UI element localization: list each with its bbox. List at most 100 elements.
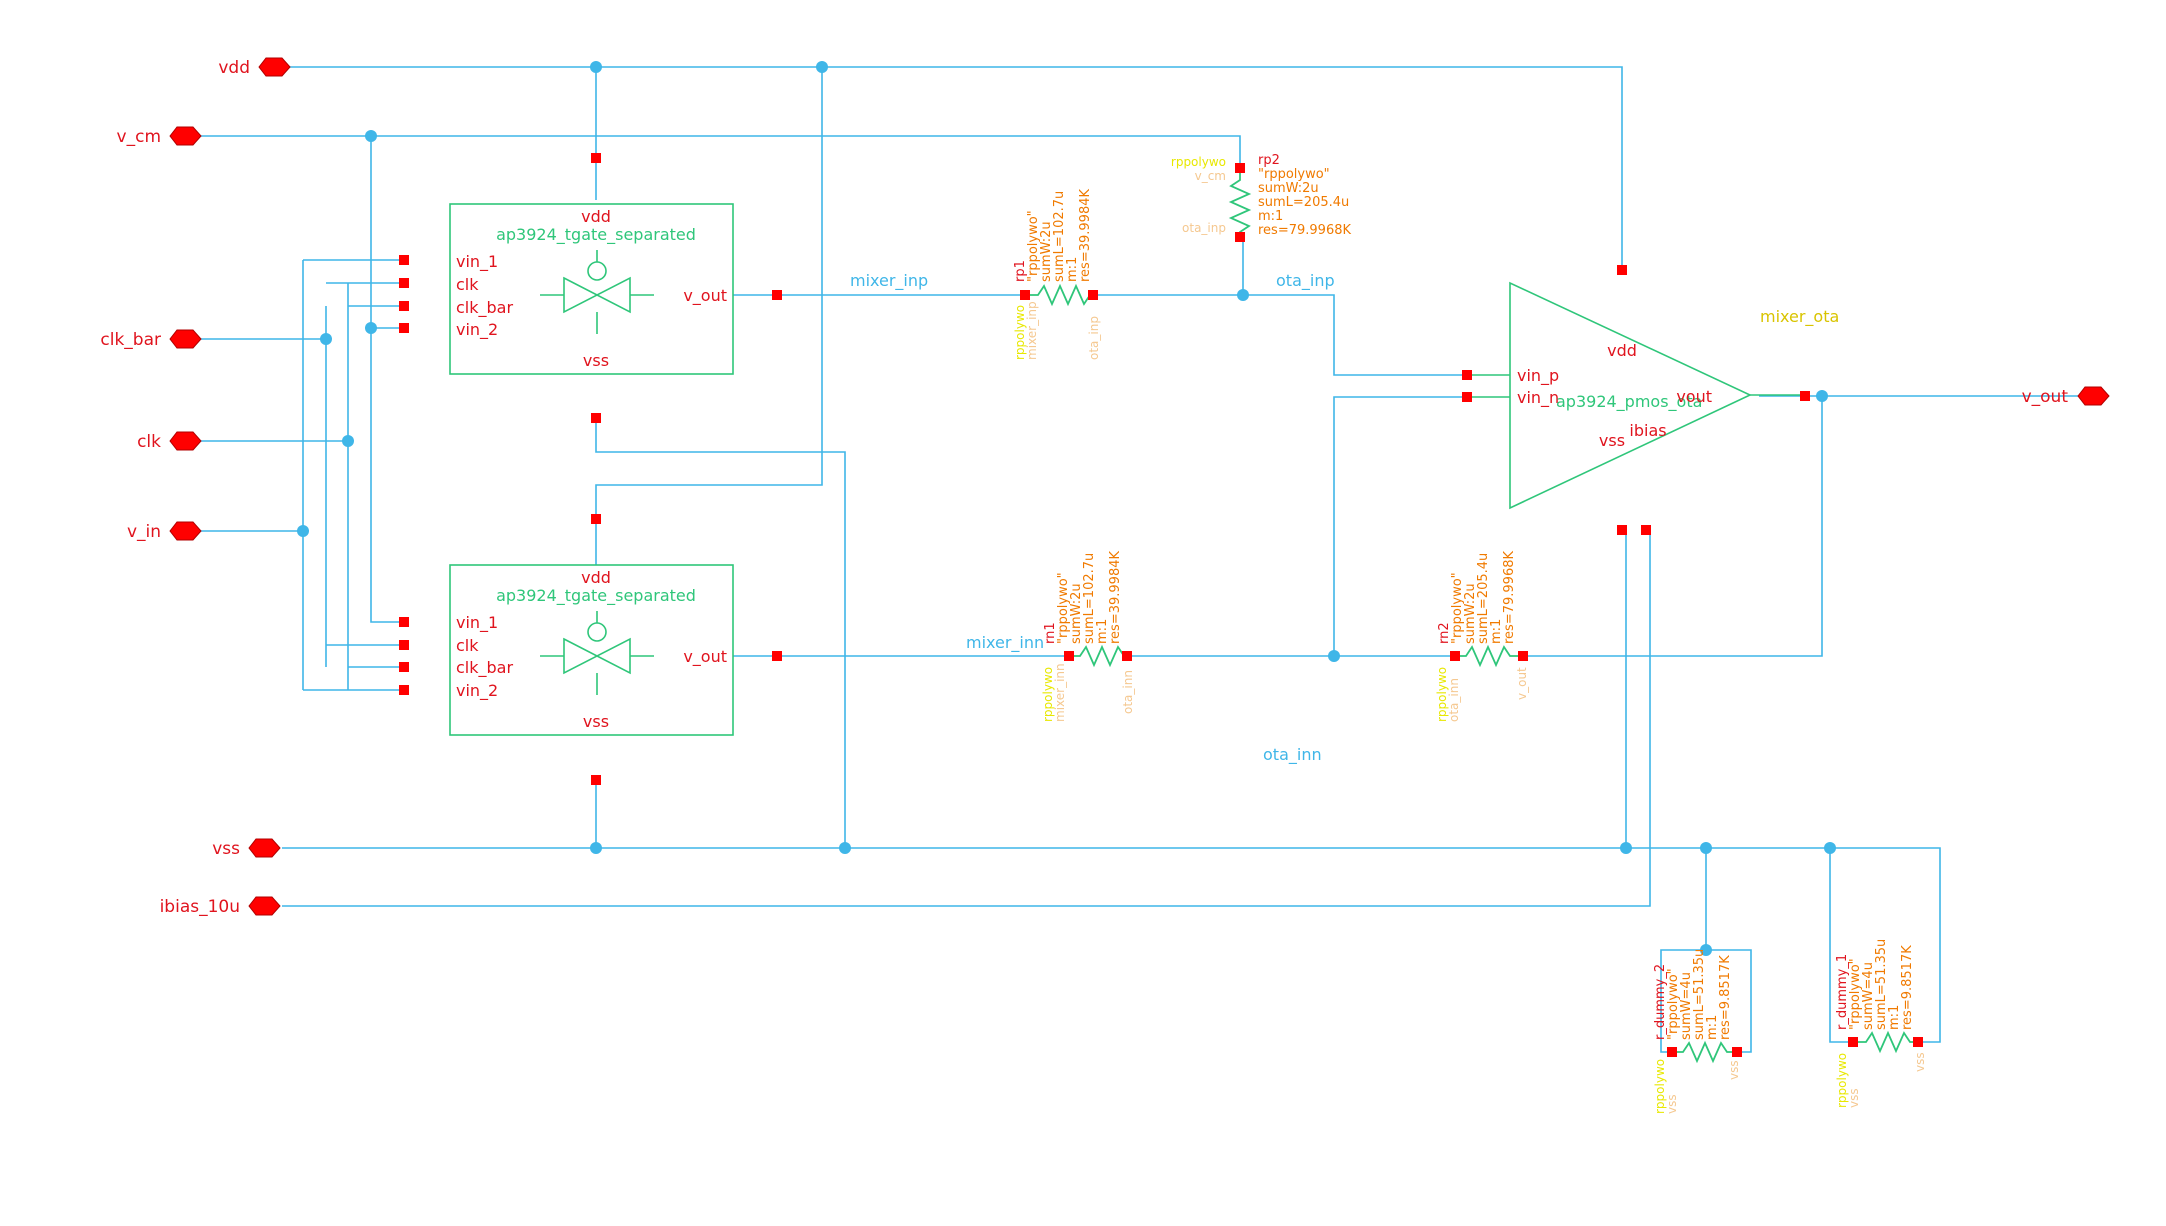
resistor-rp2-termb: ota_inp (1182, 221, 1226, 235)
port-clkbar[interactable]: clk_bar (100, 329, 202, 350)
port-ibias[interactable]: ibias_10u (160, 896, 281, 917)
resistor-rn2-w: sumW:2u (1463, 583, 1478, 644)
resistor-rn1-name: rn1 (1043, 622, 1058, 644)
port-vss-label: vss (212, 839, 240, 859)
port-clk-label: clk (137, 432, 161, 452)
resistor-rp1-res: res=39.9984K (1078, 189, 1093, 282)
resistor-rp1-m: m:1 (1065, 257, 1080, 282)
resistor-rn2[interactable]: rn2 "rppolywo" sumW:2u sumL=205.4u m:1 r… (1435, 551, 1529, 722)
resistor-rp1-w: sumW:2u (1039, 221, 1054, 282)
tgate-2-vdd-label: vdd (581, 568, 611, 587)
port-vdd[interactable]: vdd (218, 57, 291, 78)
port-vin[interactable]: v_in (127, 521, 202, 542)
port-clk[interactable]: clk (137, 431, 202, 452)
port-ibias-icon (248, 896, 281, 916)
ota-vdd-label: vdd (1607, 341, 1637, 360)
net-ota-inn: ota_inn (1263, 745, 1322, 765)
resistor-rdummy1-w: sumW=4u (1861, 962, 1876, 1030)
resistor-rn1-termb: ota_inn (1121, 670, 1135, 714)
resistor-rdummy2-name: r_dummy_2 (1653, 964, 1668, 1040)
resistor-rn2-terma: ota_inn (1447, 678, 1461, 722)
resistor-rn2-res: res=79.9968K (1502, 551, 1517, 644)
tgate-2-vss-label: vss (583, 712, 609, 731)
tgate-1-pin-vin2: vin_2 (456, 320, 498, 340)
tgate-1-box (449, 203, 734, 375)
resistor-rn2-model: "rppolywo" (1450, 572, 1465, 644)
port-vdd-label: vdd (218, 58, 250, 78)
tgate-1-vdd-label: vdd (581, 207, 611, 226)
net-mixer-inn: mixer_inn (966, 633, 1044, 653)
wire-t1-vss (595, 418, 846, 848)
net-mixer-inp: mixer_inp (850, 271, 928, 291)
tgate-2-name: ap3924_tgate_separated (496, 586, 696, 606)
resistor-rdummy2-model: "rppolywo" (1666, 968, 1681, 1040)
resistor-rp1[interactable]: rp1 "rppolywo" sumW:2u sumL=102.7u m:1 r… (1013, 189, 1101, 360)
wire-vdd-rail (282, 66, 1623, 270)
tgate-1-pin-clkbar: clk_bar (456, 298, 513, 318)
resistor-rdummy2-termb: vss (1727, 1060, 1741, 1080)
resistor-rdummy1-m: m:1 (1887, 1005, 1902, 1030)
port-vout[interactable]: v_out (2022, 386, 2110, 407)
tgate-1[interactable]: vdd ap3924_tgate_separated vin_1 clk clk… (449, 203, 734, 375)
port-ibias-label: ibias_10u (160, 897, 240, 917)
resistor-rdummy2-res: res=9.8517K (1718, 955, 1733, 1040)
port-clkbar-icon (169, 329, 202, 349)
resistor-rdummy1-name: r_dummy_1 (1835, 954, 1850, 1030)
port-vcm[interactable]: v_cm (117, 126, 202, 147)
wire-fb (1526, 396, 1823, 657)
resistor-rp1-model: "rppolywo" (1026, 210, 1041, 282)
wire-t2-vin1 (370, 328, 404, 623)
tgate-2-pin-vin1: vin_1 (456, 613, 498, 633)
ota-ibias-label: ibias (1629, 421, 1666, 440)
resistor-rp2-m: m:1 (1258, 209, 1283, 224)
ota-vinp-label: vin_p (1517, 366, 1559, 386)
ota-instance-name: mixer_ota (1760, 307, 1839, 327)
resistor-rn2-termb: v_out (1515, 667, 1529, 700)
resistor-rdummy1-icon (1856, 1030, 1920, 1054)
resistor-rp2[interactable]: rp2 "rppolywo" sumW:2u sumL=205.4u m:1 r… (1171, 153, 1352, 238)
wires (184, 66, 2078, 1053)
ota[interactable]: vdd vin_p vin_n ap3924_pmos_ota vout ibi… (1470, 281, 1839, 510)
port-vout-icon (2077, 386, 2110, 406)
resistor-rdummy2-lib: rppolywo (1653, 1059, 1667, 1114)
wire-ota-inn-up (1333, 396, 1470, 656)
ota-vout-label: vout (1676, 387, 1712, 406)
wire-vss-rd2b (1706, 949, 1752, 1053)
resistor-rdummy1[interactable]: r_dummy_1 "rppolywo" sumW=4u sumL=51.35u… (1835, 939, 1927, 1108)
resistor-rp1-terma: mixer_inp (1025, 301, 1039, 360)
resistor-rdummy2[interactable]: r_dummy_2 "rppolywo" sumW=4u sumL=51.35u… (1653, 949, 1741, 1114)
resistor-rdummy2-l: sumL=51.35u (1692, 949, 1707, 1040)
resistor-rn1-icon (1072, 644, 1130, 668)
resistor-rn1[interactable]: rn1 "rppolywo" sumW:2u sumL=102.7u m:1 r… (1041, 551, 1135, 722)
resistor-rp1-name: rp1 (1013, 260, 1028, 282)
pin-markers (399, 153, 1923, 1057)
resistor-rp2-l: sumL=205.4u (1258, 195, 1349, 210)
wire-ota-inp-2 (1243, 294, 1470, 376)
resistor-rn1-m: m:1 (1095, 619, 1110, 644)
resistor-rdummy2-icon (1675, 1040, 1735, 1064)
resistor-rp1-lib: rppolywo (1013, 305, 1027, 360)
ota-vinn-label: vin_n (1517, 388, 1559, 408)
tgate-1-vss-label: vss (583, 351, 609, 370)
wire-ota-inp (1096, 238, 1244, 296)
ota-triangle-icon (1509, 281, 1752, 510)
resistor-rdummy1-lib: rppolywo (1835, 1053, 1849, 1108)
resistor-rn2-lib: rppolywo (1435, 667, 1449, 722)
resistor-rn1-model: "rppolywo" (1056, 572, 1071, 644)
wire-vcm (184, 135, 1241, 165)
resistor-rn2-m: m:1 (1489, 619, 1504, 644)
resistor-rn1-lib: rppolywo (1041, 667, 1055, 722)
tgate-1-pin-vout: v_out (683, 286, 727, 306)
tgate-2[interactable]: vdd ap3924_tgate_separated vin_1 clk clk… (449, 564, 734, 736)
port-clkbar-label: clk_bar (100, 330, 161, 350)
resistor-rn1-res: res=39.9984K (1108, 551, 1123, 644)
resistor-rp2-res: res=79.9968K (1258, 223, 1351, 238)
port-vcm-icon (169, 126, 202, 146)
resistor-rp2-model: "rppolywo" (1258, 167, 1330, 182)
wire-vss-rail (282, 847, 1941, 1043)
resistor-rp1-l: sumL=102.7u (1052, 191, 1067, 282)
port-vin-icon (169, 521, 202, 541)
port-vss[interactable]: vss (212, 838, 281, 859)
tgate-2-pin-vout: v_out (683, 647, 727, 667)
